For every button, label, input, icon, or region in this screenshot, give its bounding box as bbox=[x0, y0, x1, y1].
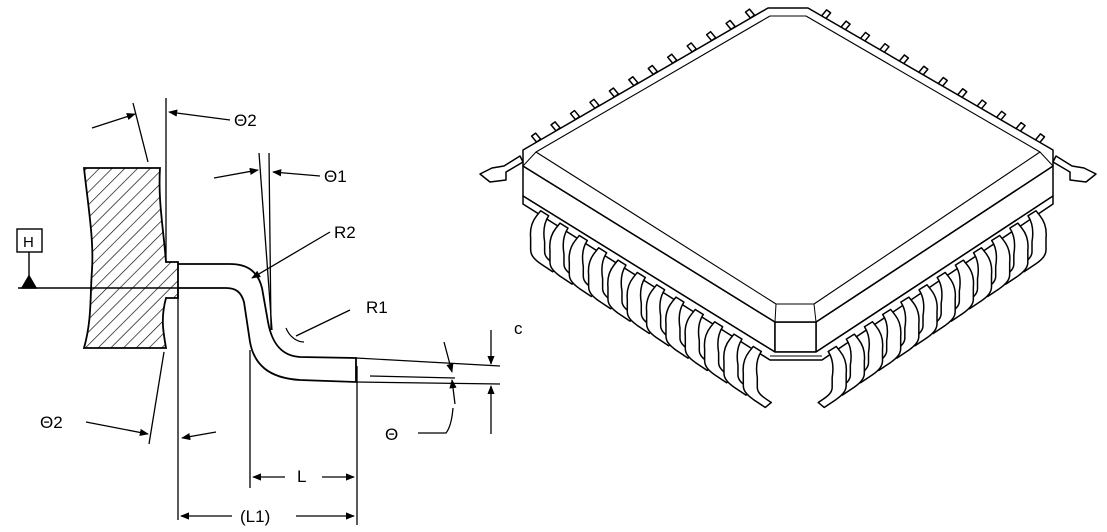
front-left-lead bbox=[529, 210, 560, 273]
bevel-edge-front-left bbox=[774, 303, 777, 323]
theta2-top-arrow-left bbox=[91, 113, 136, 129]
bevel-edge-front-right bbox=[813, 303, 817, 323]
l-label: L bbox=[297, 467, 306, 486]
r1-label: R1 bbox=[366, 298, 388, 317]
theta-arrow-bottom bbox=[449, 379, 457, 405]
corner-lead-right bbox=[1052, 155, 1097, 183]
front-left-lead bbox=[684, 308, 715, 372]
datum-h-triangle bbox=[20, 274, 38, 289]
theta2-bottom-arrow-right bbox=[181, 431, 217, 441]
theta1-draft-line bbox=[258, 152, 273, 331]
front-leads bbox=[529, 210, 1047, 409]
bevel-edge-left bbox=[522, 151, 537, 167]
theta1-arrow-right bbox=[272, 169, 321, 177]
bevel-edge-right bbox=[1039, 151, 1054, 167]
theta1-extension bbox=[268, 152, 272, 331]
theta2-top-arrow-right bbox=[168, 109, 231, 121]
lead-profile bbox=[178, 263, 357, 383]
l1-label: (L1) bbox=[240, 507, 270, 526]
r1-leader bbox=[295, 309, 351, 337]
front-right-lead bbox=[817, 345, 848, 409]
package-body-section bbox=[82, 167, 179, 349]
front-left-lead bbox=[568, 234, 599, 298]
front-left-lead bbox=[742, 345, 773, 409]
theta-ref-line bbox=[369, 375, 456, 379]
theta2-top-draft-line bbox=[132, 102, 149, 163]
corner-lead-left bbox=[479, 155, 524, 183]
c-label: c bbox=[514, 319, 523, 338]
theta2-bottom-draft-line bbox=[148, 351, 165, 445]
theta-label: Θ bbox=[385, 425, 398, 444]
front-left-lead bbox=[607, 259, 637, 322]
theta2-bottom-label: Θ2 bbox=[40, 413, 63, 432]
theta1-arrow-left bbox=[213, 167, 259, 179]
package-corner-front bbox=[774, 321, 817, 353]
datum-h-label: H bbox=[23, 234, 34, 251]
front-left-lead bbox=[723, 333, 753, 396]
front-left-lead bbox=[665, 296, 695, 359]
lead-section-view bbox=[16, 98, 501, 525]
c-ext-top bbox=[355, 357, 501, 367]
r2-label: R2 bbox=[334, 223, 356, 242]
theta2-bottom-arrow-left bbox=[85, 421, 149, 437]
front-left-lead bbox=[549, 222, 579, 285]
theta-leader bbox=[418, 407, 454, 434]
front-left-lead bbox=[626, 271, 657, 335]
front-left-lead bbox=[645, 284, 676, 347]
theta-arrow-top bbox=[443, 341, 454, 373]
front-left-lead bbox=[703, 321, 734, 384]
qfp-package-isometric bbox=[479, 7, 1097, 409]
front-left-lead bbox=[587, 247, 618, 310]
r2-leader bbox=[251, 231, 331, 279]
theta2-top-label: Θ2 bbox=[234, 111, 257, 130]
c-ext-bottom bbox=[355, 381, 501, 385]
theta1-label: Θ1 bbox=[324, 167, 347, 186]
r1-arc bbox=[285, 327, 305, 343]
